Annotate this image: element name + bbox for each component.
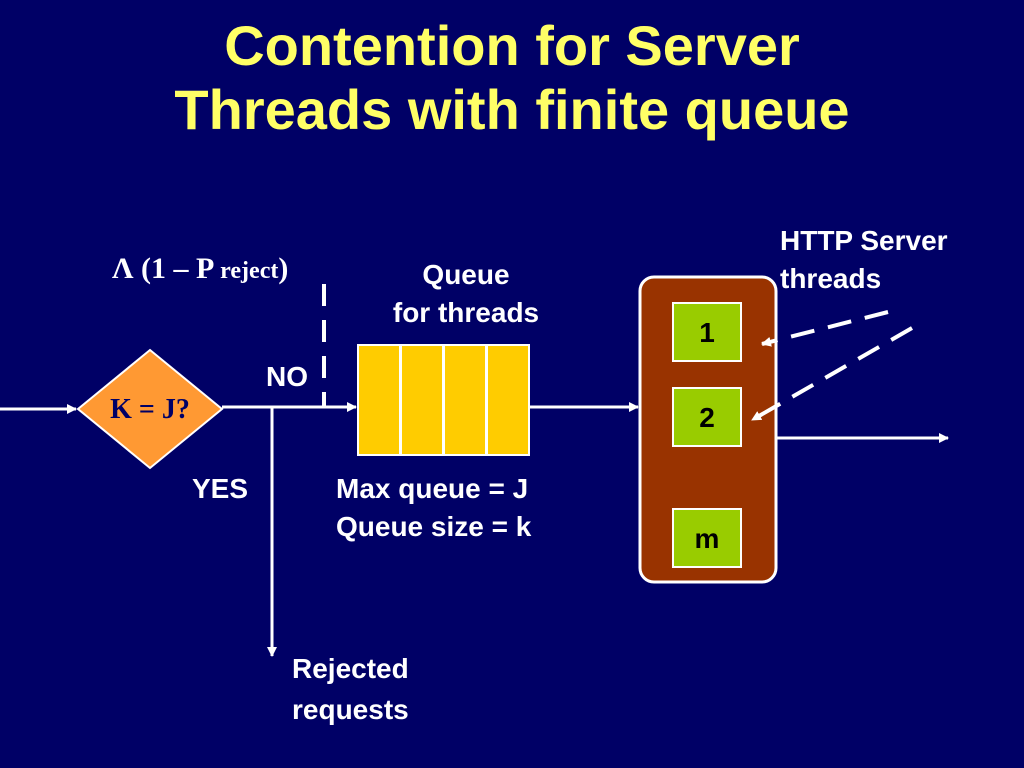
thread-cell-2 bbox=[672, 387, 742, 447]
server-threads-label: HTTP Server threads bbox=[780, 222, 948, 298]
arrival-rate-lambda: Λ (1 – P bbox=[112, 252, 221, 285]
queue-info: Max queue = J Queue size = k bbox=[336, 470, 531, 546]
arrival-rate-close: ) bbox=[278, 252, 289, 285]
queue-size-text: Queue size = k bbox=[336, 511, 532, 542]
thread-label-2: 2 bbox=[699, 402, 715, 433]
no-label: NO bbox=[266, 361, 308, 392]
server-label-line-1: HTTP Server bbox=[780, 225, 948, 256]
thread-cell-m bbox=[672, 508, 742, 568]
title-line-2: Threads with finite queue bbox=[174, 78, 850, 141]
queue-cell-1 bbox=[357, 344, 401, 456]
max-queue-text: Max queue = J bbox=[336, 473, 529, 504]
decision-text: K = J? bbox=[110, 394, 190, 425]
rejected-line-2: requests bbox=[292, 694, 409, 725]
pointer-arrow-thread-2 bbox=[751, 326, 913, 422]
thread-label-1: 1 bbox=[699, 317, 715, 348]
rejected-line-1: Rejected bbox=[292, 653, 409, 684]
queue-cell-4 bbox=[486, 344, 530, 456]
server-label-line-2: threads bbox=[780, 263, 882, 294]
decision-diamond bbox=[76, 348, 224, 470]
arrival-rate-sub: reject bbox=[220, 258, 279, 284]
queue-cell-3 bbox=[443, 344, 487, 456]
queue-label-line-1: Queue bbox=[422, 259, 510, 290]
yes-label: YES bbox=[192, 473, 249, 504]
queue-label-line-2: for threads bbox=[392, 297, 540, 328]
title-line-1: Contention for Server bbox=[224, 14, 800, 77]
thread-cell-1 bbox=[672, 302, 742, 362]
rejected-requests-label: Rejected requests bbox=[292, 648, 409, 730]
slide-title: Contention for Server Threads with finit… bbox=[0, 14, 1024, 142]
thread-label-m: m bbox=[694, 523, 720, 554]
pointer-arrow-thread-1 bbox=[761, 310, 889, 347]
arrival-rate-label: Λ (1 – P reject) bbox=[112, 250, 288, 290]
queue-label: Queue for threads bbox=[356, 256, 576, 332]
queue-cell-2 bbox=[400, 344, 444, 456]
